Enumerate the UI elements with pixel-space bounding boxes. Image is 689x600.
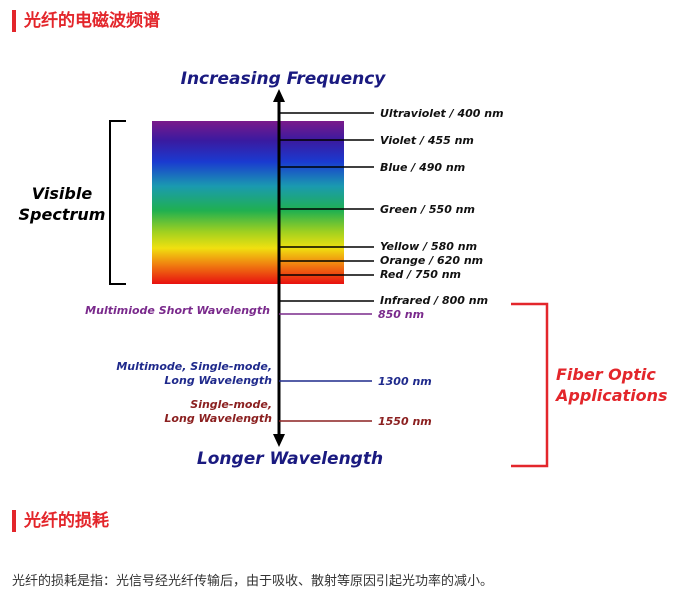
- label-infrared: Infrared / 800 nm: [380, 294, 488, 307]
- fiber-optic-label: Fiber Optic: [556, 365, 656, 384]
- loss-definition-paragraph: 光纤的损耗是指：光信号经光纤传输后，由于吸收、散射等原因引起光功率的减小。: [12, 574, 494, 589]
- increasing-frequency-label: Increasing Frequency: [181, 69, 387, 89]
- label-mm-sm-1: Multimode, Single-mode,: [116, 360, 272, 373]
- label-ultraviolet: Ultraviolet / 400 nm: [380, 107, 504, 120]
- label-green: Green / 550 nm: [380, 203, 475, 216]
- value-1550: 1550 nm: [378, 415, 432, 428]
- section-title-loss: 光纤的损耗: [12, 510, 109, 532]
- spectrum-label: Spectrum: [19, 205, 106, 224]
- section-title-spectrum: 光纤的电磁波频谱: [12, 10, 160, 32]
- label-mm-sm-2: Long Wavelength: [164, 374, 272, 387]
- visible-label: Visible: [32, 184, 93, 203]
- spectrum-diagram: Visible Spectrum Increasing Frequency Lo…: [19, 69, 668, 469]
- label-yellow: Yellow / 580 nm: [380, 240, 477, 253]
- wavelength-ticks: [279, 112, 374, 302]
- longer-wavelength-label: Longer Wavelength: [197, 449, 383, 469]
- value-850: 850 nm: [378, 308, 424, 321]
- visible-spectrum-gradient: [152, 121, 344, 284]
- label-multimode-short: Multimiode Short Wavelength: [85, 304, 270, 317]
- fiber-optic-bracket: [511, 302, 549, 468]
- label-sm-1: Single-mode,: [190, 398, 272, 411]
- label-violet: Violet / 455 nm: [380, 134, 474, 147]
- label-sm-2: Long Wavelength: [164, 412, 272, 425]
- value-1300: 1300 nm: [378, 375, 432, 388]
- axis-arrow-up-icon: [273, 89, 285, 102]
- label-blue: Blue / 490 nm: [380, 161, 465, 174]
- label-red: Red / 750 nm: [380, 268, 461, 281]
- axis-arrow-down-icon: [273, 434, 285, 447]
- applications-label: Applications: [554, 386, 668, 405]
- label-orange: Orange / 620 nm: [380, 254, 483, 267]
- visible-bracket: [109, 120, 126, 285]
